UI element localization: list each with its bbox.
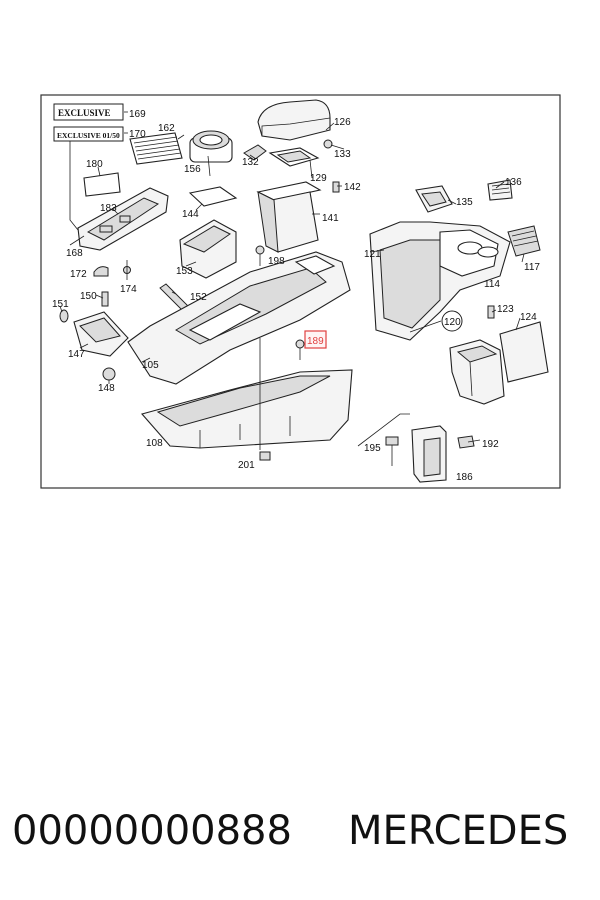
callout-label: 169 xyxy=(129,109,146,120)
part-storage-box xyxy=(256,181,322,253)
callout-label: 152 xyxy=(190,292,207,303)
brand-name: MERCEDES xyxy=(348,808,569,854)
part-vent-136 xyxy=(487,179,513,201)
circled-callout: 120 xyxy=(441,310,463,332)
part-screw-198 xyxy=(255,245,265,266)
badge-exclusive-0150-text: EXCLUSIVE 01/50 xyxy=(57,131,120,140)
part-123 xyxy=(487,305,495,319)
highlighted-callout: 189 xyxy=(304,330,327,349)
leader-lines xyxy=(59,111,525,450)
part-storage-box-153 xyxy=(179,219,237,279)
part-switch-panel xyxy=(77,187,169,251)
callout-label: 129 xyxy=(310,173,327,184)
part-grille xyxy=(129,132,183,165)
highlighted-callout-label: 189 xyxy=(307,336,324,347)
callout-label: 105 xyxy=(142,360,159,371)
callout-label: 121 xyxy=(364,249,381,260)
part-172 xyxy=(93,266,109,277)
part-screw-133 xyxy=(323,139,345,150)
callout-label: 114 xyxy=(484,279,500,290)
callout-label: 162 xyxy=(158,123,175,134)
part-box-147 xyxy=(73,311,129,357)
part-151 xyxy=(59,309,69,323)
part-cup-holder-ring xyxy=(189,130,233,163)
part-screw-189 xyxy=(295,339,305,360)
part-panel-124 xyxy=(499,321,549,383)
part-grille-117 xyxy=(507,225,541,257)
circled-callout-label: 120 xyxy=(444,317,461,328)
part-bolt-195 xyxy=(385,436,399,466)
callout-label: 150 xyxy=(80,291,97,302)
callout-label: 142 xyxy=(344,182,361,193)
callout-label: 172 xyxy=(70,269,87,280)
callout-label: 133 xyxy=(334,149,351,160)
part-cover-180 xyxy=(83,172,121,197)
part-number: 00000000888 xyxy=(12,808,292,854)
part-screw-174 xyxy=(123,260,131,280)
callout-label: 136 xyxy=(505,177,522,188)
part-mat-144 xyxy=(188,186,238,207)
callout-label: 144 xyxy=(182,209,199,220)
part-clip-201 xyxy=(259,451,271,461)
part-tray xyxy=(268,147,320,167)
part-plug-150 xyxy=(101,291,109,307)
part-console-lower xyxy=(141,369,353,449)
callout-label: 132 xyxy=(242,157,259,168)
parts-diagram: EXCLUSIVE EXCLUSIVE 01/50 xyxy=(40,94,561,489)
part-clip-142 xyxy=(332,181,340,193)
callout-label: 147 xyxy=(68,349,85,360)
callout-label: 180 xyxy=(86,159,103,170)
product-footer: 00000000888 MERCEDES xyxy=(0,796,600,866)
callout-label: 117 xyxy=(524,262,540,273)
callout-label: 151 xyxy=(52,299,69,310)
part-vent-135 xyxy=(415,185,453,213)
callout-label: 126 xyxy=(334,117,351,128)
callout-label: 153 xyxy=(176,266,193,277)
callout-label: 168 xyxy=(66,248,83,259)
part-hinge xyxy=(243,144,267,161)
part-console-frame xyxy=(127,251,351,385)
callout-label: 148 xyxy=(98,383,115,394)
part-bracket-186 xyxy=(411,425,447,483)
callout-label: 170 xyxy=(129,129,146,140)
callout-label: 141 xyxy=(322,213,339,224)
callout-labels: 169 170 162 126 156 132 133 129 142 180 … xyxy=(52,109,540,483)
part-front-console xyxy=(369,221,511,341)
callout-label: 108 xyxy=(146,438,163,449)
callout-label: 195 xyxy=(364,443,381,454)
callout-label: 192 xyxy=(482,439,499,450)
callout-label: 124 xyxy=(520,312,537,323)
part-cup-holder-assembly xyxy=(449,339,505,405)
callout-label: 135 xyxy=(456,197,473,208)
callout-label: 183 xyxy=(100,203,117,214)
callout-label: 156 xyxy=(184,164,201,175)
callout-label: 123 xyxy=(497,304,514,315)
callout-label: 186 xyxy=(456,472,473,483)
part-nut-148 xyxy=(102,367,116,381)
callout-label: 198 xyxy=(268,256,285,267)
part-clip-192 xyxy=(457,435,475,449)
badge-exclusive-0150: EXCLUSIVE 01/50 xyxy=(53,126,124,142)
badge-exclusive: EXCLUSIVE xyxy=(53,103,124,121)
part-armrest-lid xyxy=(257,99,331,141)
badge-exclusive-text: EXCLUSIVE xyxy=(58,108,111,118)
callout-label: 174 xyxy=(120,284,137,295)
callout-label: 201 xyxy=(238,460,255,471)
